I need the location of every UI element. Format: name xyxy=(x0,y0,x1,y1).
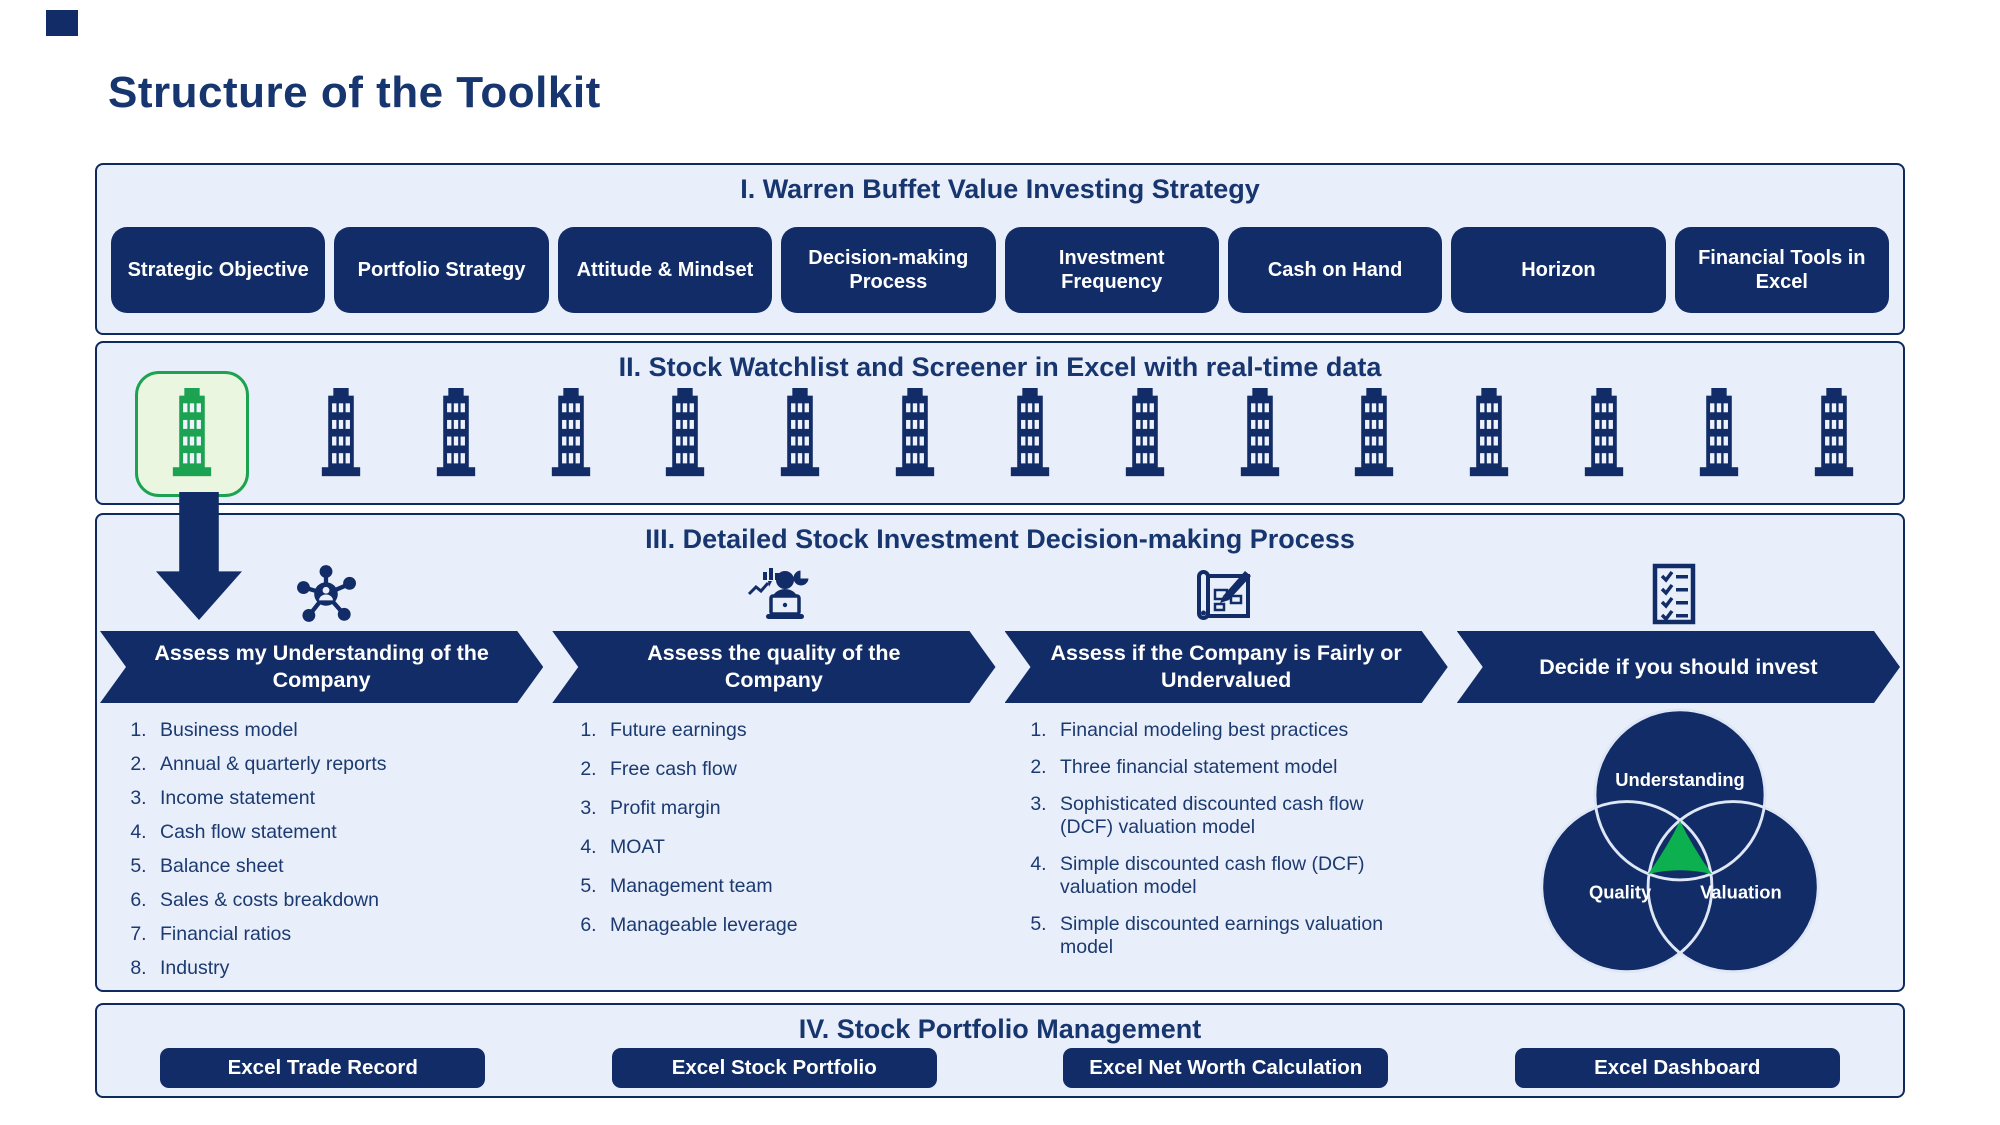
process-step-4[interactable]: Decide if you should invest xyxy=(1457,631,1900,703)
page-title: Structure of the Toolkit xyxy=(108,68,601,117)
building xyxy=(892,387,938,481)
building xyxy=(1581,387,1627,481)
building xyxy=(1811,387,1857,481)
list-item: MOAT xyxy=(602,836,990,859)
building-icon xyxy=(321,388,361,477)
venn-label-valuation: Valuation xyxy=(1700,881,1782,902)
list-item: Cash flow statement xyxy=(152,821,540,844)
building-icon xyxy=(895,388,935,477)
checklist-icon xyxy=(1651,563,1697,625)
list-item: Manageable leverage xyxy=(602,914,990,937)
list-item: Business model xyxy=(152,719,540,742)
section-portfolio: IV. Stock Portfolio Management Excel Tra… xyxy=(95,1003,1905,1098)
building-icon xyxy=(1240,388,1279,477)
building-icon xyxy=(1699,388,1739,477)
strategy-box[interactable]: Portfolio Strategy xyxy=(334,227,549,313)
process-list-3: Financial modeling best practicesThree f… xyxy=(1000,715,1450,982)
building-icon xyxy=(781,388,820,477)
building-icon xyxy=(1125,388,1164,477)
blueprint-icon xyxy=(1193,564,1257,624)
analyst-icon xyxy=(741,564,810,624)
strategy-box[interactable]: Decision-making Process xyxy=(781,227,996,313)
building xyxy=(662,387,708,481)
building xyxy=(1351,387,1397,481)
strategy-box[interactable]: Cash on Hand xyxy=(1227,227,1443,313)
building xyxy=(1237,387,1283,481)
building-icon xyxy=(1584,388,1624,477)
building xyxy=(1696,387,1742,481)
building-icon xyxy=(1814,388,1853,477)
process-steps: Assess my Understanding of the Company A… xyxy=(100,631,1900,703)
buildings-row xyxy=(135,369,1857,499)
process-step-3[interactable]: Assess if the Company is Fairly or Under… xyxy=(1005,631,1448,703)
strategy-box[interactable]: Attitude & Mindset xyxy=(557,227,773,313)
building-icon xyxy=(436,388,475,477)
section-watchlist: II. Stock Watchlist and Screener in Exce… xyxy=(95,341,1905,505)
list-item: Annual & quarterly reports xyxy=(152,753,540,776)
building-icon xyxy=(1010,388,1050,477)
list-item: Profit margin xyxy=(602,797,990,820)
section-portfolio-title: IV. Stock Portfolio Management xyxy=(798,1014,1202,1044)
building xyxy=(1466,387,1512,481)
strategy-box[interactable]: Strategic Objective xyxy=(111,227,326,313)
portfolio-button[interactable]: Excel Dashboard xyxy=(1514,1048,1840,1088)
process-icons xyxy=(101,561,1899,627)
list-item: Balance sheet xyxy=(152,855,540,878)
list-item: Financial modeling best practices xyxy=(1052,719,1392,742)
building xyxy=(1007,387,1053,481)
portfolio-buttons: Excel Trade Record Excel Stock Portfolio E… xyxy=(97,1047,1903,1089)
section-strategy: I. Warren Buffet Value Investing Strateg… xyxy=(95,163,1905,335)
portfolio-button[interactable]: Excel Stock Portfolio xyxy=(611,1048,937,1088)
building-icon xyxy=(666,388,705,477)
highlighted-building[interactable] xyxy=(135,371,249,497)
building xyxy=(1122,387,1168,481)
list-item: Free cash flow xyxy=(602,758,990,781)
building xyxy=(318,387,364,481)
venn-center-highlight xyxy=(1648,820,1712,875)
strategy-box[interactable]: Investment Frequency xyxy=(1004,227,1219,313)
section-process-title: III. Detailed Stock Investment Decision-… xyxy=(645,524,1355,554)
strategy-box[interactable]: Financial Tools in Excel xyxy=(1674,227,1889,313)
process-step-1[interactable]: Assess my Understanding of the Company xyxy=(100,631,543,703)
portfolio-button[interactable]: Excel Net Worth Calculation xyxy=(1063,1048,1389,1088)
building xyxy=(433,387,479,481)
building-icon xyxy=(1470,388,1509,477)
list-item: Sophisticated discounted cash flow (DCF)… xyxy=(1052,793,1392,839)
venn-label-quality: Quality xyxy=(1589,881,1652,902)
corner-decoration xyxy=(46,10,78,36)
list-item: Future earnings xyxy=(602,719,990,742)
section-watchlist-title: II. Stock Watchlist and Screener in Exce… xyxy=(618,352,1382,382)
list-item: Three financial statement model xyxy=(1052,756,1392,779)
building-icon xyxy=(551,388,590,477)
list-item: Industry xyxy=(152,957,540,980)
list-item: Simple discounted earnings valuation mod… xyxy=(1052,913,1392,959)
strategy-box[interactable]: Horizon xyxy=(1451,227,1666,313)
network-icon xyxy=(296,564,356,624)
section-strategy-title: I. Warren Buffet Value Investing Strateg… xyxy=(740,174,1260,204)
list-item: Income statement xyxy=(152,787,540,810)
building-icon xyxy=(172,388,212,477)
portfolio-button[interactable]: Excel Trade Record xyxy=(160,1048,486,1088)
venn-diagram: Understanding Quality Valuation xyxy=(1450,708,1900,982)
list-item: Financial ratios xyxy=(152,923,540,946)
process-list-1: Business modelAnnual & quarterly reports… xyxy=(100,715,550,982)
building xyxy=(548,387,594,481)
building-icon xyxy=(1355,388,1394,477)
process-step-2[interactable]: Assess the quality of the Company xyxy=(552,631,995,703)
list-item: Simple discounted cash flow (DCF) valuat… xyxy=(1052,853,1392,899)
list-item: Management team xyxy=(602,875,990,898)
building xyxy=(777,387,823,481)
section-process: III. Detailed Stock Investment Decision-… xyxy=(95,513,1905,992)
venn-label-understanding: Understanding xyxy=(1615,769,1745,790)
list-item: Sales & costs breakdown xyxy=(152,889,540,912)
process-list-2: Future earningsFree cash flowProfit marg… xyxy=(550,715,1000,982)
